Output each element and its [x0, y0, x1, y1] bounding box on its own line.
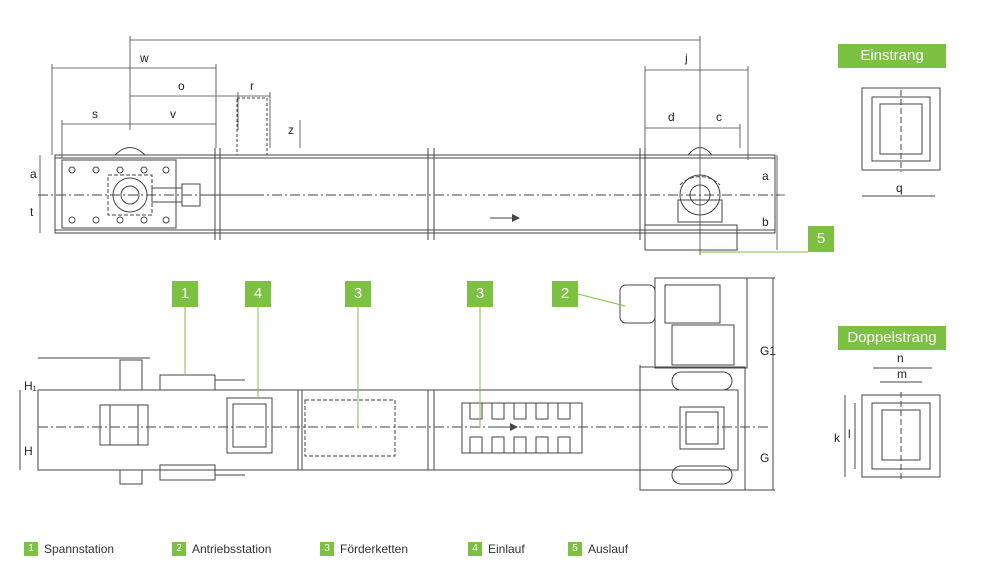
legend-number: 2	[172, 542, 186, 556]
dim-s: s	[92, 107, 98, 121]
dim-z: z	[288, 123, 294, 137]
legend-item: 3 Förderketten	[320, 541, 408, 557]
dim-h: H	[24, 444, 33, 458]
doppelstrang-label: Doppelstrang	[838, 326, 946, 350]
dim-a-left: a	[30, 167, 37, 181]
legend-label: Förderketten	[340, 542, 409, 556]
dim-j: j	[684, 51, 688, 65]
dim-g1: G1	[760, 344, 776, 358]
dim-t: t	[30, 205, 34, 219]
dim-g: G	[760, 451, 769, 465]
callout-4: 4	[245, 281, 271, 307]
plan-view-housing	[37, 389, 739, 471]
dim-d: d	[668, 110, 675, 124]
side-view-housing	[54, 154, 776, 234]
legend-label: Einlauf	[488, 542, 525, 556]
legend-number: 4	[468, 542, 482, 556]
legend-label: Antriebsstation	[192, 542, 272, 556]
legend-number: 5	[568, 542, 582, 556]
legend-item: 5 Auslauf	[568, 541, 628, 557]
callout-3b: 3	[467, 281, 493, 307]
dim-b: b	[762, 215, 769, 229]
legend-number: 3	[320, 542, 334, 556]
dim-w: w	[139, 51, 149, 65]
dim-r: r	[250, 79, 254, 93]
tension-station-plate	[61, 159, 177, 229]
einstrang-housing	[861, 87, 941, 171]
legend-label: Auslauf	[588, 542, 629, 556]
dim-v: v	[170, 107, 176, 121]
dim-h1: H₁	[24, 379, 37, 393]
dim-a-right: a	[762, 169, 769, 183]
legend-item: 1 Spannstation	[24, 541, 114, 557]
callout-2: 2	[552, 281, 578, 307]
legend-label: Spannstation	[44, 542, 115, 556]
dim-m: m	[897, 367, 907, 381]
dim-l: l	[848, 427, 851, 441]
legend-number: 1	[24, 542, 38, 556]
dim-o: o	[178, 79, 185, 93]
dim-c: c	[716, 110, 722, 124]
dim-k: k	[834, 431, 841, 445]
dim-n: n	[897, 351, 904, 365]
dim-q: q	[896, 181, 903, 195]
legend-item: 4 Einlauf	[468, 541, 525, 557]
callout-5: 5	[808, 226, 834, 252]
einstrang-label: Einstrang	[838, 44, 946, 68]
callout-1: 1	[172, 281, 198, 307]
legend-item: 2 Antriebsstation	[172, 541, 271, 557]
callout-3a: 3	[345, 281, 371, 307]
